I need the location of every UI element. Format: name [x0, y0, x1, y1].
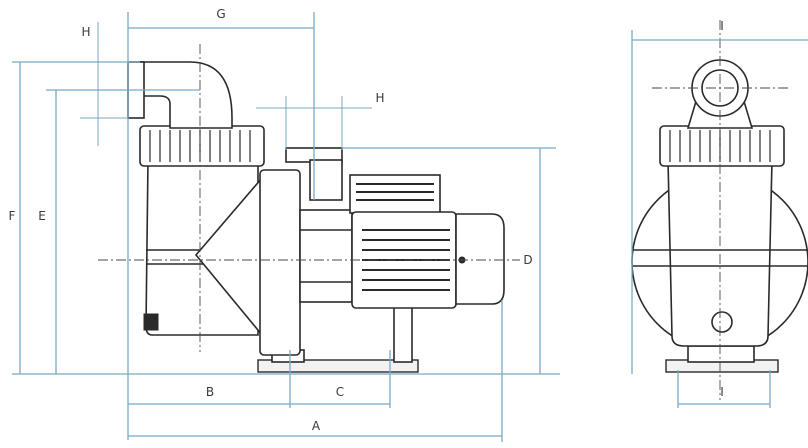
- fan-cover: [455, 213, 505, 305]
- side-view-pump: [127, 61, 505, 373]
- label-H-right: H: [375, 91, 384, 105]
- label-I-top: I: [720, 19, 724, 33]
- motor-adapter: [299, 209, 353, 303]
- strainer-lid-ring: [139, 125, 265, 167]
- front-base-foot: [687, 345, 755, 363]
- outlet-neck: [309, 159, 343, 201]
- front-lid-ring: [659, 125, 785, 167]
- label-E: E: [38, 209, 46, 223]
- inlet-elbow: [139, 61, 233, 129]
- label-G: G: [216, 7, 225, 21]
- front-strainer-body: [667, 159, 773, 347]
- label-H-top-left: H: [81, 25, 90, 39]
- label-D: D: [523, 253, 532, 267]
- motor-support-leg: [393, 299, 413, 363]
- terminal-box: [349, 174, 441, 214]
- dimension-labels: G H H F E D B C A I I: [9, 7, 724, 433]
- label-I-bottom: I: [720, 385, 724, 399]
- front-drain-plug: [711, 311, 733, 333]
- front-dimensions: [631, 20, 808, 408]
- label-C: C: [336, 385, 344, 399]
- label-F: F: [9, 209, 16, 223]
- lid-ridges: [149, 130, 251, 162]
- side-dimensions: [12, 12, 560, 442]
- label-B: B: [206, 385, 214, 399]
- base-plate: [257, 359, 419, 373]
- label-A: A: [312, 419, 321, 433]
- pump-housing: [259, 169, 301, 356]
- drain-plug: [143, 313, 159, 331]
